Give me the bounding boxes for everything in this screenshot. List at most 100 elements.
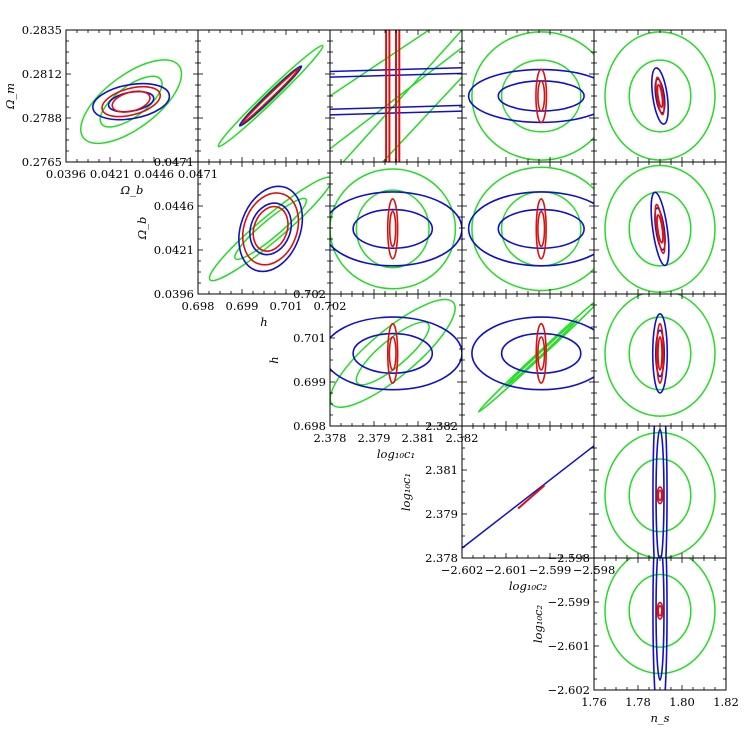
red-contour-1 xyxy=(535,68,548,124)
green-contour-2 xyxy=(628,458,692,533)
y-tick-label: −2.598 xyxy=(547,551,590,565)
contours-r1c1 xyxy=(208,176,330,282)
red-contour-1 xyxy=(386,198,399,260)
tick-marks xyxy=(594,558,726,690)
blue-contour-1 xyxy=(330,191,462,267)
tick-marks xyxy=(66,30,198,162)
green-contour-1 xyxy=(217,44,324,148)
y-axis-label: log₁₀c₁ xyxy=(399,473,413,511)
tick-marks xyxy=(594,30,726,162)
contours-r3c3 xyxy=(462,445,594,549)
contours-r0c1 xyxy=(217,44,324,148)
y-tick-label: 0.0471 xyxy=(154,155,194,169)
red-contour-2 xyxy=(388,210,397,248)
blue-contour-1 xyxy=(652,558,668,690)
green-line-1 xyxy=(330,30,430,97)
x-axis-label: n_s xyxy=(650,711,669,725)
red-contour-1 xyxy=(535,198,547,260)
panel-frame xyxy=(461,293,595,427)
contours-r4c4 xyxy=(604,558,716,690)
tick-marks xyxy=(462,294,594,426)
x-tick-label: 1.76 xyxy=(581,695,607,709)
red-contour-1 xyxy=(655,322,665,384)
green-contour-1 xyxy=(80,59,183,145)
red-contour-2 xyxy=(657,489,663,502)
y-tick-label: 0.701 xyxy=(293,331,326,345)
x-tick-label: 0.0396 xyxy=(46,167,86,181)
y-tick-label: 2.381 xyxy=(425,463,458,477)
blue-contour-1 xyxy=(92,82,171,121)
panel-r0c1 xyxy=(197,29,331,163)
green-contour-2 xyxy=(238,65,303,127)
red-contour-1 xyxy=(101,85,162,118)
blue-contour-2 xyxy=(497,80,585,112)
x-tick-label: 2.379 xyxy=(358,431,391,445)
panel-r2c3 xyxy=(461,293,595,427)
contours-r2c3 xyxy=(471,294,594,413)
blue-contour-2 xyxy=(654,207,666,251)
contours-r2c4 xyxy=(604,294,716,417)
panel-frame xyxy=(65,29,199,163)
green-contour-2 xyxy=(234,197,308,261)
y-axis-label: log₁₀c₂ xyxy=(531,604,545,643)
red-contour-2 xyxy=(657,336,663,371)
x-tick-label: 0.698 xyxy=(182,299,215,313)
x-tick-label: 0.0446 xyxy=(134,167,174,181)
green-contour-1 xyxy=(604,558,716,675)
panel-frame xyxy=(461,425,595,559)
green-contour-2 xyxy=(628,573,692,648)
green-contour-1 xyxy=(477,294,594,413)
red-contour-2 xyxy=(111,90,151,113)
panel-frame xyxy=(461,29,595,163)
blue-contour-2 xyxy=(655,428,665,558)
y-tick-label: −2.599 xyxy=(547,595,590,609)
green-contour-1 xyxy=(471,166,594,292)
blue-contour-1 xyxy=(651,312,669,394)
y-tick-label: 0.2812 xyxy=(22,67,62,81)
contours-r2c2 xyxy=(330,298,462,409)
contours-r1c4 xyxy=(604,164,716,293)
green-contour-2 xyxy=(355,189,430,269)
green-contour-1 xyxy=(604,431,716,558)
contours-r0c3 xyxy=(467,31,594,161)
x-tick-label: 1.78 xyxy=(625,695,651,709)
green-line-3 xyxy=(342,30,462,162)
panel-r1c2 xyxy=(329,161,463,295)
tick-marks xyxy=(198,30,330,162)
green-contour-1 xyxy=(471,31,594,161)
red-contour-2 xyxy=(388,336,397,371)
x-tick-label: 1.80 xyxy=(669,695,695,709)
panel-r1c3 xyxy=(461,161,595,295)
contours-r3c4 xyxy=(604,426,716,558)
red-contour-1 xyxy=(656,486,664,505)
y-axis-label: Ω_b xyxy=(135,217,149,241)
red-contour-2 xyxy=(537,210,546,248)
y-tick-label: −2.601 xyxy=(547,639,590,653)
red-contour-1 xyxy=(241,192,300,266)
y-tick-label: 0.2765 xyxy=(22,155,62,169)
contours-r1c3 xyxy=(467,166,594,292)
panel-r0c3 xyxy=(461,29,595,163)
green-contour-2 xyxy=(504,318,579,388)
green-contour-2 xyxy=(628,316,692,391)
blue-contour-1 xyxy=(467,191,594,267)
y-tick-label: 0.699 xyxy=(293,375,326,389)
panel-frame xyxy=(593,29,727,163)
green-line-4 xyxy=(382,76,462,162)
blue-contour-2 xyxy=(654,78,666,114)
y-tick-label: 2.378 xyxy=(425,551,458,565)
blue-contour-2 xyxy=(497,208,585,250)
green-contour-1 xyxy=(604,294,716,417)
y-tick-label: −2.602 xyxy=(547,683,590,697)
x-tick-label: 0.699 xyxy=(226,299,259,313)
x-tick-label: 2.381 xyxy=(402,431,435,445)
panel-frame xyxy=(197,29,331,163)
x-axis-label: log₁₀c₁ xyxy=(377,447,415,461)
x-axis-label: Ω_b xyxy=(120,183,144,197)
red-contour-2 xyxy=(537,80,546,112)
y-tick-label: 2.379 xyxy=(425,507,458,521)
green-contour-1 xyxy=(604,164,716,293)
